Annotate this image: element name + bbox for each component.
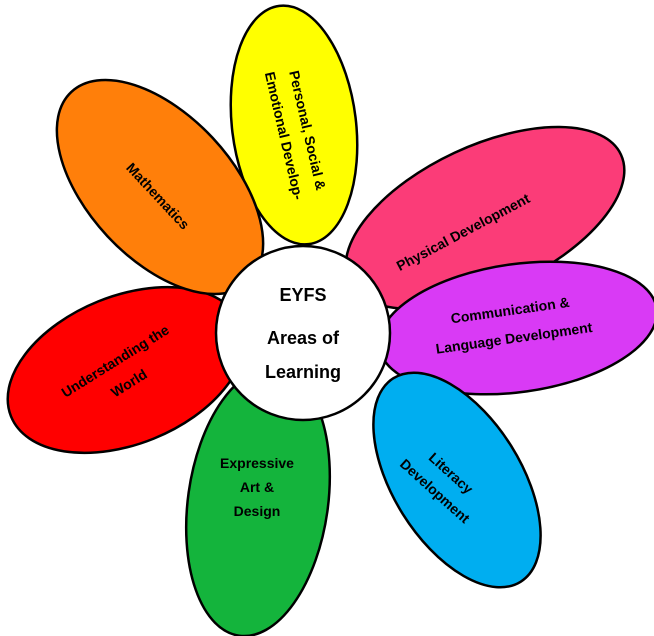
petal-shape-literacy — [372, 371, 542, 589]
center-label-line: EYFS — [279, 285, 326, 305]
petal-literacy: LiteracyDevelopment — [372, 371, 542, 589]
center-label-line: Learning — [265, 362, 341, 382]
center-label-line: Areas of — [267, 328, 340, 348]
petal-label-line: Design — [234, 503, 281, 519]
petal-communication: Communication &Language Development — [377, 260, 654, 396]
petal-understanding: Understanding theWorld — [6, 285, 246, 455]
petal-label-line: Expressive — [220, 455, 294, 471]
petal-mathematics: Mathematics — [55, 78, 265, 296]
petal-label-line: Art & — [240, 479, 274, 495]
center-label: EYFS Areas of Learning — [265, 285, 341, 382]
petal-shape-psed — [229, 4, 359, 246]
center-circle — [214, 244, 392, 422]
petal-psed: Personal, Social &Emotional Develop- — [229, 4, 359, 246]
